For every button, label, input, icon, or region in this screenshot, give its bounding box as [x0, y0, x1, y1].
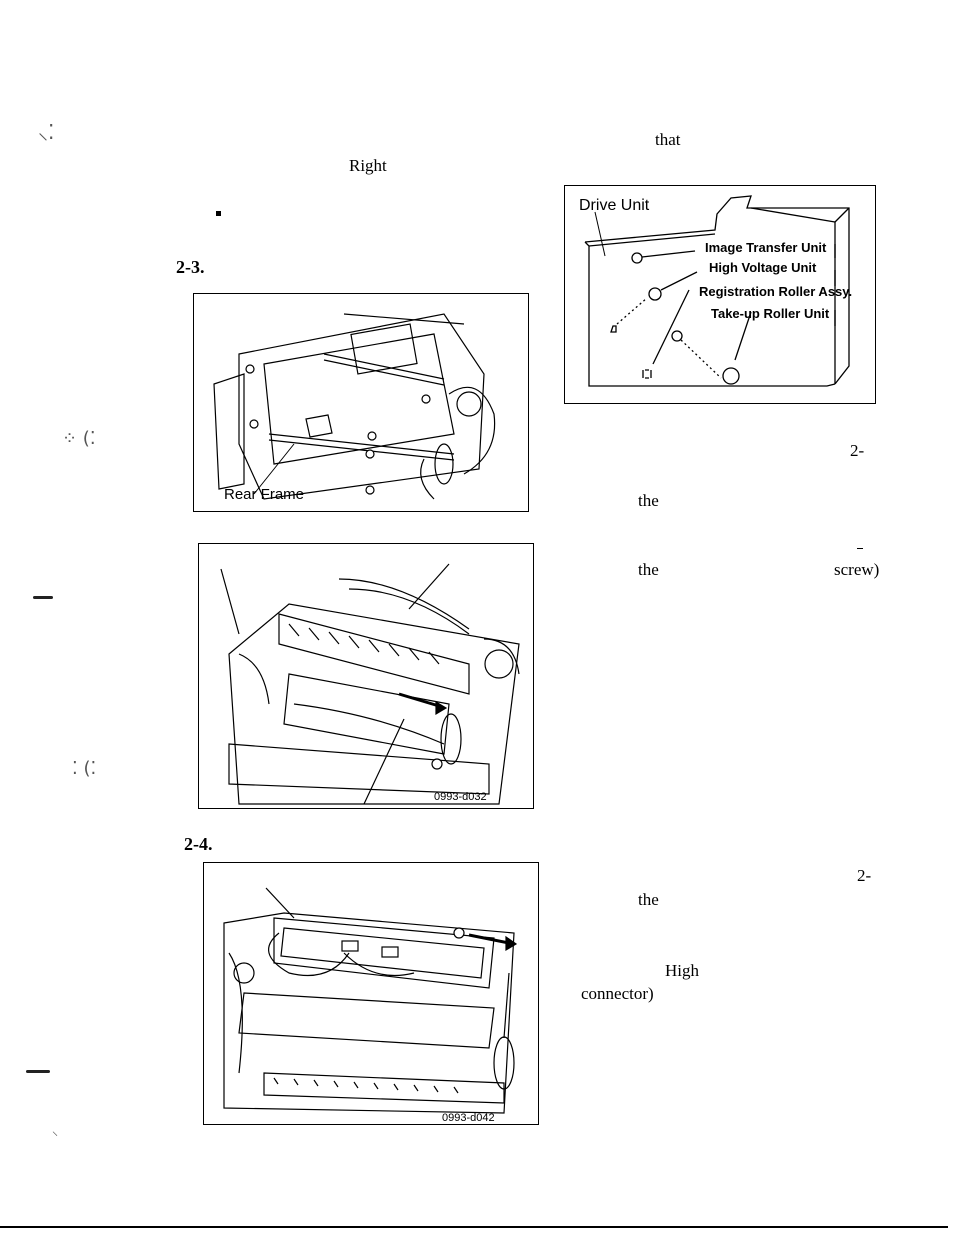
drive-unit-label: Drive Unit [579, 197, 650, 214]
scan-mark: ⁘ (⁚ [62, 428, 96, 449]
text-that: that [655, 130, 681, 149]
scan-mark: ⸜ [52, 1124, 59, 1138]
drive-unit-diagram: Drive Unit Image Transfer Unit High Volt… [579, 195, 852, 387]
image-transfer-unit-label: Image Transfer Unit [705, 240, 827, 255]
figure-drive-unit: Drive Unit Image Transfer Unit High Volt… [564, 185, 876, 404]
middle-illustration: 0993-d032 [220, 563, 520, 805]
rear-frame-label: Rear Frame [224, 486, 304, 503]
text-the-c: the [638, 890, 659, 909]
bottom-illustration: 0993-d042 [223, 887, 518, 1124]
high-voltage-unit-label: High Voltage Unit [709, 260, 817, 275]
text-the-a: the [638, 491, 659, 510]
bullet-mark [216, 211, 221, 216]
middle-figure-code: 0993-d032 [434, 791, 487, 803]
text-2-dash-a: 2- [850, 441, 865, 460]
figure-2-4-label: 2-4. [184, 834, 213, 854]
small-dash [857, 548, 863, 549]
scan-mark: ⁚ (⁚ [72, 758, 97, 779]
figure-rear-frame: Rear Frame [193, 293, 529, 512]
text-right: Right [349, 156, 387, 175]
bottom-figure-code: 0993-d042 [442, 1112, 495, 1124]
text-connector: connector) [581, 984, 654, 1003]
registration-roller-label: Registration Roller Assy. [699, 284, 852, 299]
text-the-b: the [638, 560, 659, 579]
takeup-roller-unit-label: Take-up Roller Unit [711, 306, 830, 321]
text-screw: screw) [834, 560, 880, 579]
page-bottom-rule [0, 1226, 948, 1228]
margin-dash [26, 1070, 50, 1073]
figure-middle: 0993-d032 [198, 543, 534, 809]
text-high: High [665, 961, 699, 980]
figure-bottom: 0993-d042 [203, 862, 539, 1125]
text-2-dash-b: 2- [857, 866, 872, 885]
scan-mark: ⸜⁚ [38, 120, 55, 144]
rear-frame-illustration: Rear Frame [213, 313, 496, 503]
margin-dash [33, 596, 53, 599]
figure-2-3-label: 2-3. [176, 257, 205, 277]
